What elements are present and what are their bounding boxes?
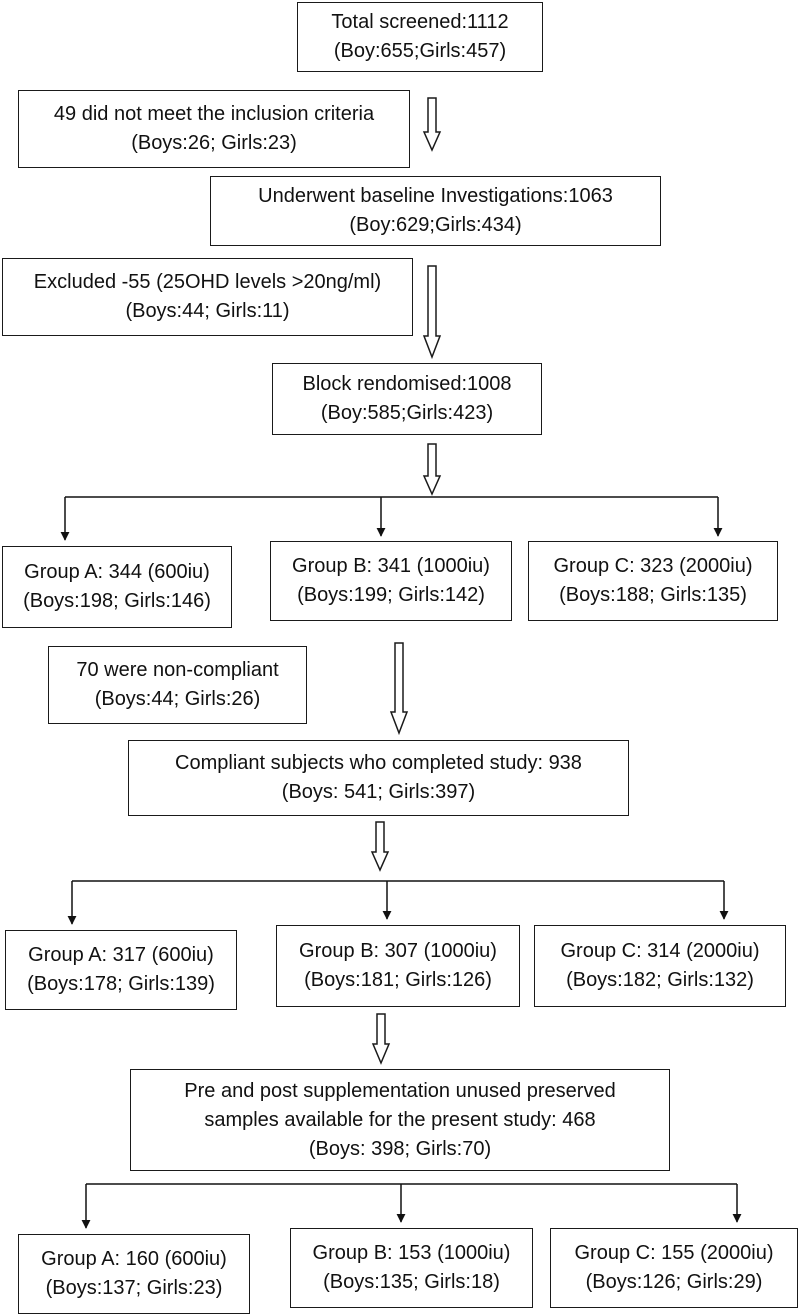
compliant-group-a-split: (Boys:178; Girls:139) xyxy=(27,973,215,995)
randomised-group-c-split: (Boys:188; Girls:135) xyxy=(559,584,747,606)
inclusion-exclusion-split: (Boys:26; Girls:23) xyxy=(131,132,297,154)
hollow-down-arrow-5 xyxy=(370,821,390,872)
randomised-group-c-label: Group C: 323 (2000iu) xyxy=(553,555,753,577)
randomised-group-a-split: (Boys:198; Girls:146) xyxy=(23,590,211,612)
samples-group-b-label: Group B: 153 (1000iu) xyxy=(312,1242,511,1264)
randomised-group-b-label: Group B: 341 (1000iu) xyxy=(292,555,490,577)
inclusion-exclusion-label: 49 did not meet the inclusion criteria xyxy=(53,103,375,125)
compliant-group-c-split: (Boys:182; Girls:132) xyxy=(566,969,754,991)
preserved-samples-split: (Boys: 398; Girls:70) xyxy=(308,1137,492,1160)
excluded-25ohd-box: Excluded -55 (25OHD levels >20ng/ml) (Bo… xyxy=(2,258,413,336)
non-compliant-box: 70 were non-compliant (Boys:44; Girls:26… xyxy=(48,646,307,724)
compliant-completed-box: Compliant subjects who completed study: … xyxy=(128,740,629,816)
total-screened-split: (Boy:655;Girls:457) xyxy=(333,40,507,62)
block-randomised-box: Block rendomised:1008 (Boy:585;Girls:423… xyxy=(272,363,542,435)
preserved-samples-line-2: samples available for the present study:… xyxy=(204,1108,596,1131)
samples-group-a-box: Group A: 160 (600iu) (Boys:137; Girls:23… xyxy=(18,1234,250,1314)
preserved-samples-line-1: Pre and post supplementation unused pres… xyxy=(184,1079,616,1102)
total-screened-box: Total screened:1112 (Boy:655;Girls:457) xyxy=(297,2,543,72)
samples-group-a-label: Group A: 160 (600iu) xyxy=(41,1248,227,1270)
total-screened-label: Total screened:1112 xyxy=(331,11,509,33)
samples-group-c-split: (Boys:126; Girls:29) xyxy=(585,1271,763,1293)
randomised-group-a-label: Group A: 344 (600iu) xyxy=(24,561,210,583)
randomised-group-a-box: Group A: 344 (600iu) (Boys:198; Girls:14… xyxy=(2,546,232,628)
compliant-completed-split: (Boys: 541; Girls:397) xyxy=(281,781,476,803)
baseline-investigations-split: (Boy:629;Girls:434) xyxy=(349,214,522,236)
randomised-group-c-box: Group C: 323 (2000iu) (Boys:188; Girls:1… xyxy=(528,541,778,621)
samples-group-c-label: Group C: 155 (2000iu) xyxy=(574,1242,774,1264)
compliant-group-c-box: Group C: 314 (2000iu) (Boys:182; Girls:1… xyxy=(534,925,786,1007)
samples-group-b-split: (Boys:135; Girls:18) xyxy=(323,1271,500,1293)
samples-group-c-box: Group C: 155 (2000iu) (Boys:126; Girls:2… xyxy=(550,1228,798,1308)
compliant-group-b-box: Group B: 307 (1000iu) (Boys:181; Girls:1… xyxy=(276,925,520,1007)
hollow-down-arrow-6 xyxy=(371,1013,391,1065)
hollow-down-arrow-2 xyxy=(422,265,442,360)
compliant-group-a-label: Group A: 317 (600iu) xyxy=(28,944,214,966)
randomised-group-b-split: (Boys:199; Girls:142) xyxy=(297,584,485,606)
compliant-group-b-label: Group B: 307 (1000iu) xyxy=(299,940,497,962)
block-randomised-split: (Boy:585;Girls:423) xyxy=(320,402,494,424)
randomised-group-b-box: Group B: 341 (1000iu) (Boys:199; Girls:1… xyxy=(270,541,512,621)
samples-group-b-box: Group B: 153 (1000iu) (Boys:135; Girls:1… xyxy=(290,1228,533,1308)
preserved-samples-box: Pre and post supplementation unused pres… xyxy=(130,1069,670,1171)
baseline-investigations-box: Underwent baseline Investigations:1063 (… xyxy=(210,176,661,246)
non-compliant-split: (Boys:44; Girls:26) xyxy=(94,688,261,710)
excluded-25ohd-split: (Boys:44; Girls:11) xyxy=(125,300,290,322)
block-randomised-label: Block rendomised:1008 xyxy=(302,373,512,395)
hollow-down-arrow-1 xyxy=(422,97,442,152)
compliant-group-a-box: Group A: 317 (600iu) (Boys:178; Girls:13… xyxy=(5,930,237,1010)
samples-group-a-split: (Boys:137; Girls:23) xyxy=(45,1277,223,1299)
non-compliant-label: 70 were non-compliant xyxy=(76,659,279,681)
inclusion-exclusion-box: 49 did not meet the inclusion criteria (… xyxy=(18,90,410,168)
hollow-down-arrow-4 xyxy=(389,642,409,736)
excluded-25ohd-label: Excluded -55 (25OHD levels >20ng/ml) xyxy=(33,271,382,293)
compliant-group-b-split: (Boys:181; Girls:126) xyxy=(304,969,492,991)
baseline-investigations-label: Underwent baseline Investigations:1063 xyxy=(258,185,613,207)
compliant-group-c-label: Group C: 314 (2000iu) xyxy=(560,940,760,962)
compliant-completed-label: Compliant subjects who completed study: … xyxy=(175,752,582,774)
hollow-down-arrow-3 xyxy=(422,443,442,496)
